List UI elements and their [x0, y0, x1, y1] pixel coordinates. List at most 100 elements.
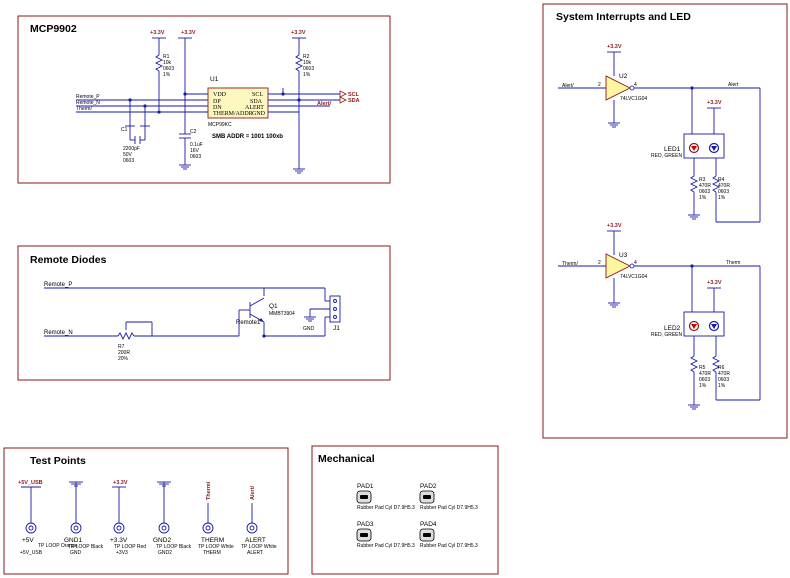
r2-ref: R2 — [303, 54, 310, 60]
tp-gnd1-loop-icon — [70, 522, 82, 534]
pad2-part: Rubber Pad Cyl D7.9H5.3 — [420, 505, 478, 511]
mechanical-frame — [311, 445, 499, 575]
tp-5v: +5V_USB +5V TP LOOP Orange +5V_USB — [18, 480, 78, 556]
j1-connector: GND J1 — [303, 288, 341, 336]
q1-label: Remote1 — [236, 320, 261, 326]
j1-gnd-label: GND — [303, 326, 315, 332]
c2-ref: C2 — [190, 129, 197, 135]
r3-ref: R3 — [699, 177, 706, 183]
c1-volt: 50V — [123, 152, 133, 158]
u1-pin-scl: SCL — [252, 92, 263, 98]
u2-ref: U2 — [619, 73, 628, 80]
r3-resistor — [689, 175, 699, 193]
mcp9902-section: MCP9902 +3.3V R1 10k 0603 1% +3.3V R2 10… — [17, 15, 391, 184]
c2-volt: 16V — [190, 148, 200, 154]
led1-ref: LED1 — [664, 146, 681, 153]
q1-ref: Q1 — [269, 303, 278, 310]
tp-therm-part: TP LOOP White — [198, 544, 234, 550]
net-alert-mcp: Alert/ — [317, 101, 332, 107]
pad1-ref: PAD1 — [357, 483, 374, 490]
net-remote-p-label: Remote_P — [44, 282, 72, 288]
pad4-part: Rubber Pad Cyl D7.9H5.3 — [420, 543, 478, 549]
u1-body — [207, 87, 269, 119]
pad1: PAD1 Rubber Pad Cyl D7.9H5.3 — [356, 483, 415, 511]
alert-u2-pwr: +3.3V — [607, 44, 622, 50]
therm-u3-pwr: +3.3V — [607, 223, 622, 229]
u3-ref: U3 — [619, 252, 628, 259]
c1-ref: C1 — [121, 127, 128, 133]
r7-ref: R7 — [118, 344, 125, 350]
c1-value: 2200pF — [123, 146, 140, 152]
u3-out-pin: 4 — [634, 260, 637, 266]
r1-power: +3.3V R1 10k 0603 1% — [150, 30, 174, 110]
r7-tol: 20% — [118, 356, 129, 362]
r1-resistor — [154, 54, 164, 72]
pad4: PAD4 Rubber Pad Cyl D7.9H5.3 — [419, 521, 478, 549]
r5-pkg: 0603 — [699, 377, 710, 383]
u1-ref: U1 — [210, 76, 219, 83]
u1-pin-therm: THERM/ADDR — [213, 111, 253, 117]
u2-in-pin: 2 — [598, 82, 601, 88]
pad3-ref: PAD3 — [357, 521, 374, 528]
test-points-frame — [3, 447, 289, 575]
interrupts-title: System Interrupts and LED — [556, 11, 691, 23]
tp-3v3-net: +3V3 — [116, 550, 128, 556]
tp-5v-loop-icon — [25, 522, 37, 534]
r2-tol: 1% — [303, 72, 311, 78]
u1-smb-addr: SMB ADDR = 1001 100xb — [212, 134, 283, 140]
r5-ref: R5 — [699, 365, 706, 371]
tp-3v3-name: +3.3V — [110, 537, 128, 544]
tp-gnd2-loop-icon — [158, 522, 170, 534]
tp-3v3-loop-icon — [113, 522, 125, 534]
r1-tol: 1% — [163, 72, 171, 78]
u1-pin-dn: DN — [213, 105, 222, 111]
q1-transistor: Q1 MMBT3904 Remote1 — [236, 297, 325, 338]
remote-diodes-section: Remote Diodes Remote_P Remote_N R7 200R … — [17, 245, 391, 381]
r5-value: 470R — [699, 371, 711, 377]
u1-pin-gnd: GND — [252, 111, 266, 117]
therm-in-net: Therm/ — [562, 261, 578, 267]
alert-out-net: Alert — [728, 82, 739, 88]
r6-pkg: 0603 — [718, 377, 729, 383]
tp-gnd1-part: TP LOOP Black — [68, 544, 104, 550]
r1-ref: R1 — [163, 54, 170, 60]
v33-label-chip: +3.3V — [181, 30, 196, 36]
tp-gnd2: GND2 TP LOOP Black GND2 — [153, 481, 192, 556]
net-remote-n-label: Remote_N — [44, 330, 73, 336]
tp-3v3: +3.3V +3.3V TP LOOP Red +3V3 — [110, 480, 146, 556]
interrupts-frame — [542, 3, 788, 439]
tp-gnd1: GND1 TP LOOP Black GND — [64, 481, 104, 556]
r3-value: 470R — [699, 183, 711, 189]
tp-alert-loop-icon — [246, 522, 258, 534]
u3-buffer — [605, 253, 632, 279]
u2-buffer — [605, 75, 632, 101]
alert-led-pwr: +3.3V — [707, 100, 722, 106]
led2-ref: LED2 — [664, 325, 681, 332]
tp-5v-name: +5V — [22, 537, 34, 544]
u3-part: 74LVC1G04 — [620, 274, 647, 280]
tp-alert-net: ALERT — [247, 550, 263, 556]
net-sda: SDA — [348, 98, 360, 104]
u1-pin-vdd: VDD — [213, 92, 227, 98]
u3-in-pin: 2 — [598, 260, 601, 266]
tp-gnd2-net: GND2 — [158, 550, 172, 556]
alert-in-net: Alert/ — [562, 83, 574, 89]
tp-3v3-rail: +3.3V — [113, 480, 128, 486]
tp-therm-rail: Therm/ — [206, 481, 212, 500]
u1-pin-sda: SDA — [250, 99, 263, 105]
tp-5v-rail: +5V_USB — [18, 480, 43, 486]
c1-pkg: 0603 — [123, 158, 134, 164]
mcp-left-nets: Remote_P Remote_N Therm/ — [76, 94, 208, 114]
pad1-part: Rubber Pad Cyl D7.9H5.3 — [357, 505, 415, 511]
mechanical-title: Mechanical — [318, 453, 375, 465]
led2-part: RED, GREEN — [651, 332, 683, 338]
pad3-part: Rubber Pad Cyl D7.9H5.3 — [357, 543, 415, 549]
tp-gnd1-net: GND — [70, 550, 82, 556]
tp-therm-name: THERM — [201, 537, 224, 544]
mcp9902-frame — [17, 15, 391, 184]
tp-gnd2-name: GND2 — [153, 537, 171, 544]
test-points-title: Test Points — [30, 455, 86, 467]
net-remote-n: Remote_N — [76, 100, 100, 106]
u1-pin-dp: DP — [213, 99, 221, 105]
therm-out-net: Therm — [726, 260, 740, 266]
